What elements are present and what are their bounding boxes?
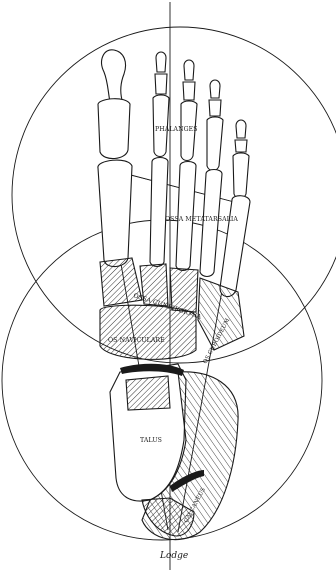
label-metatarsalia: OSSA METATARSALIA (165, 216, 238, 223)
toe3-distal-phalanx (184, 60, 194, 80)
metatarsal-5 (220, 196, 250, 297)
toe2-distal-phalanx (156, 52, 166, 72)
metatarsal-1 (98, 160, 132, 267)
metatarsal-2 (150, 158, 168, 267)
metatarsal-4 (200, 170, 222, 277)
toe5-distal-phalanx (236, 120, 246, 138)
label-naviculare: OS NAVICULARE (108, 337, 165, 344)
label-phalanges: PHALANGES (155, 126, 198, 133)
toe4-middle-phalanx (209, 100, 221, 116)
toe3-middle-phalanx (183, 82, 195, 100)
label-talus: TALUS (140, 437, 162, 444)
toe4-proximal-phalanx (207, 117, 223, 171)
artist-signature: Lodge (159, 551, 188, 561)
hallux-proximal-phalanx (98, 99, 130, 159)
toe5-proximal-phalanx (233, 153, 249, 199)
tarsus-group (100, 258, 244, 540)
toe5-middle-phalanx (235, 140, 247, 152)
toe4-distal-phalanx (210, 80, 220, 98)
toe2-middle-phalanx (155, 74, 167, 94)
talus-head-hatched (126, 376, 170, 410)
hallux-distal-phalanx (102, 50, 126, 102)
